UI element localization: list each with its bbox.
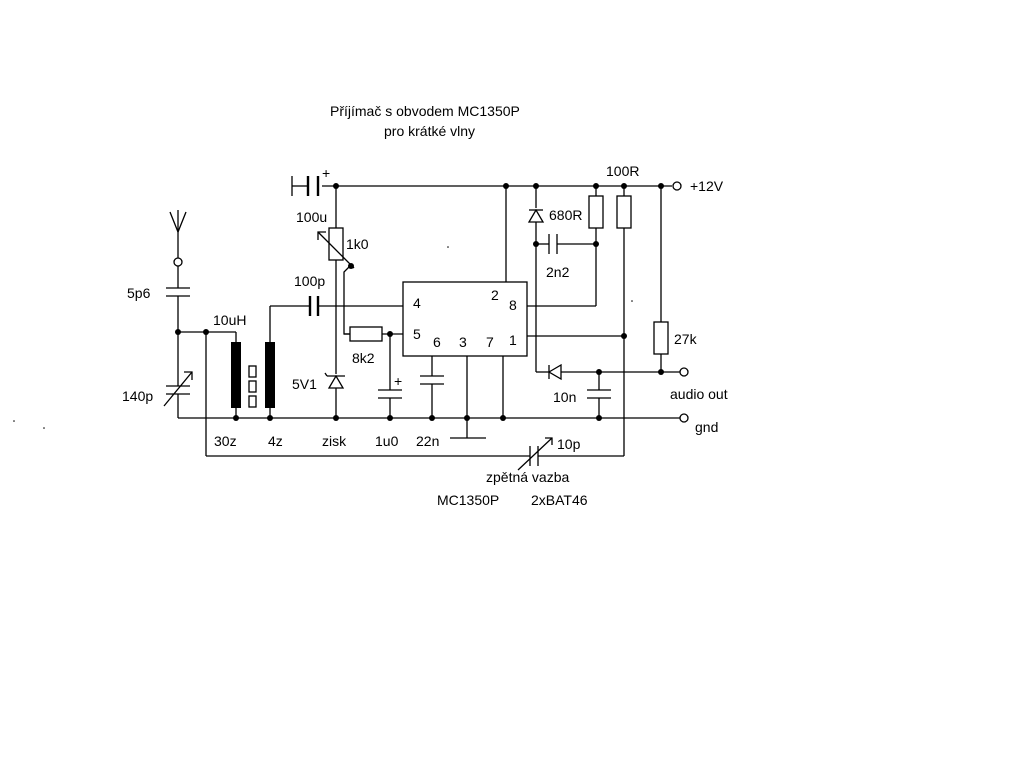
node-2n2-left <box>533 241 539 247</box>
speck-2 <box>631 300 633 302</box>
node-gnd-2 <box>267 415 273 421</box>
potentiometer-1k0: 1k0 <box>317 186 369 272</box>
coil-secondary-4z <box>265 342 275 418</box>
capacitor-140p-variable: 140p <box>122 332 193 418</box>
wiper-node <box>348 263 354 269</box>
node-rail-1 <box>333 183 339 189</box>
node-rail-6 <box>658 183 664 189</box>
node-gnd-5 <box>429 415 435 421</box>
ic-pin-6: 6 <box>433 334 441 350</box>
node-2n2-right <box>593 241 599 247</box>
node-pin1 <box>621 333 627 339</box>
capacitor-5p6: 5p6 <box>127 266 190 332</box>
capacitor-10p-label: 10p <box>557 436 581 452</box>
antenna <box>169 210 187 267</box>
node-audio-2 <box>658 369 664 375</box>
ic-mc1350p: 4 2 8 5 6 3 7 1 <box>402 281 528 357</box>
node-gnd-3 <box>333 415 339 421</box>
part-ic-label: MC1350P <box>437 492 499 508</box>
audio-out-label: audio out <box>670 386 728 402</box>
node-gnd-1 <box>233 415 239 421</box>
speck-3 <box>43 427 45 429</box>
capacitor-140p-label: 140p <box>122 388 153 404</box>
capacitor-100p-label: 100p <box>294 273 325 289</box>
capacitor-2n2-label: 2n2 <box>546 264 570 280</box>
node-gnd-4 <box>387 415 393 421</box>
zisk-label: zisk <box>322 433 347 449</box>
wiper-wire <box>343 265 351 335</box>
resistor-100r: 100R <box>606 163 639 456</box>
ic-pin-5: 5 <box>413 326 421 342</box>
ic-pin-8: 8 <box>509 297 517 313</box>
ic-pin-4: 4 <box>413 295 421 311</box>
gnd-terminal <box>679 413 689 423</box>
capacitor-22n <box>420 375 444 418</box>
node-audio-1 <box>596 369 602 375</box>
node-rail-2 <box>503 183 509 189</box>
capacitor-100u-plus: + <box>322 165 330 181</box>
title-line-1: Příjímač s obvodem MC1350P <box>330 103 520 119</box>
resistor-680r-label: 680R <box>549 207 582 223</box>
node-gnd-6 <box>464 415 470 421</box>
capacitor-2n2: 2n2 <box>536 234 596 280</box>
zener-5v1-label: 5V1 <box>292 376 317 392</box>
winding-30z-label: 30z <box>214 433 237 449</box>
ic-pin-3: 3 <box>459 334 467 350</box>
part-diodes-label: 2xBAT46 <box>531 492 588 508</box>
feedback-loop: 10p <box>205 332 624 471</box>
resistor-100r-label: 100R <box>606 163 639 179</box>
capacitor-10n-label: 10n <box>553 389 576 405</box>
node-gnd-7 <box>500 415 506 421</box>
capacitor-10n: 10n <box>553 372 611 418</box>
audio-out-terminal <box>679 367 689 377</box>
zener-5v1: 5V1 <box>292 272 345 418</box>
ferrite-core <box>248 365 257 408</box>
gnd-label: gnd <box>695 419 718 435</box>
capacitor-22n-label: 22n <box>416 433 439 449</box>
potentiometer-1k0-label: 1k0 <box>346 236 369 252</box>
capacitor-100p: 100p <box>269 273 403 342</box>
ic-pin-1: 1 <box>509 332 517 348</box>
capacitor-5p6-label: 5p6 <box>127 285 151 301</box>
node-rail-3 <box>533 183 539 189</box>
coil-10uh: 10uH <box>213 312 246 418</box>
capacitor-100u-label: 100u <box>296 209 327 225</box>
speck-4 <box>13 420 15 422</box>
capacitor-1u0-label: 1u0 <box>375 433 399 449</box>
feedback-label: zpětná vazba <box>486 469 569 485</box>
capacitor-100u: + 100u <box>291 165 330 225</box>
capacitor-1u0: + <box>378 334 402 418</box>
coil-10uh-label: 10uH <box>213 312 246 328</box>
diode-bat46-1 <box>527 186 545 372</box>
node-rail-5 <box>621 183 627 189</box>
resistor-27k-label: 27k <box>674 331 698 347</box>
resistor-8k2-label: 8k2 <box>352 350 375 366</box>
resistor-8k2: 8k2 <box>344 326 403 366</box>
supply-rail: +12V <box>322 178 724 194</box>
ground-rail: gnd <box>178 413 718 435</box>
supply-label: +12V <box>690 178 724 194</box>
capacitor-1u0-plus: + <box>394 373 402 389</box>
supply-terminal <box>672 181 682 191</box>
title-line-2: pro krátké vlny <box>384 123 475 139</box>
node-rail-4 <box>593 183 599 189</box>
ic-pin-2: 2 <box>491 287 499 303</box>
resistor-27k: 27k <box>653 186 698 372</box>
ic-pin-7: 7 <box>486 334 494 350</box>
node-pin5 <box>387 331 393 337</box>
winding-4z-label: 4z <box>268 433 283 449</box>
speck-1 <box>447 246 449 248</box>
